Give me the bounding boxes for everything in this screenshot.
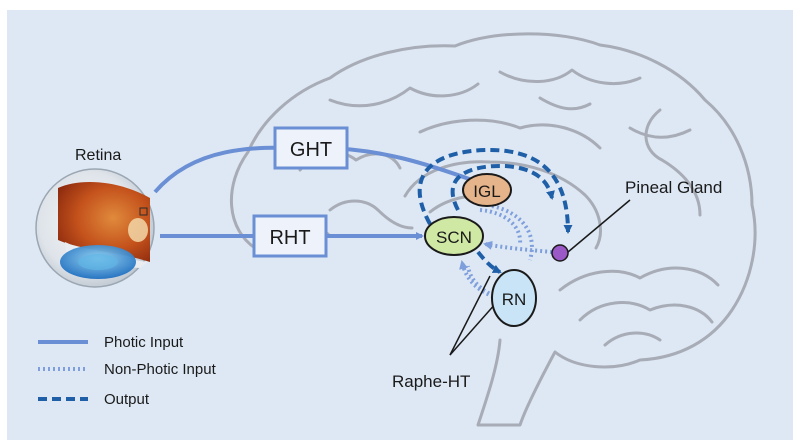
- rht-box: RHT: [252, 214, 328, 258]
- legend-output-label: Output: [104, 391, 150, 408]
- raphe-ht-label: Raphe-HT: [392, 372, 470, 391]
- pineal-leader: [567, 199, 631, 253]
- rn-label: RN: [502, 290, 527, 309]
- pineal-gland-label: Pineal Gland: [625, 178, 722, 197]
- retina-eye-illustration: [35, 168, 155, 288]
- legend-non-photic-label: Non-Photic Input: [104, 361, 217, 378]
- igl-label: IGL: [473, 182, 500, 201]
- igl-nucleus: IGL: [462, 173, 512, 207]
- rht-label: RHT: [269, 227, 310, 249]
- rn-nucleus: RN: [491, 269, 537, 327]
- output-pathways: [417, 147, 573, 274]
- legend: Photic Input Non-Photic Input Output: [38, 334, 217, 408]
- pineal-gland-node: [551, 244, 569, 262]
- ght-box: GHT: [273, 126, 349, 170]
- retina-label: Retina: [75, 147, 121, 164]
- legend-photic-label: Photic Input: [104, 334, 184, 351]
- scn-nucleus: SCN: [424, 216, 484, 256]
- scn-label: SCN: [436, 228, 472, 247]
- ght-label: GHT: [290, 139, 332, 161]
